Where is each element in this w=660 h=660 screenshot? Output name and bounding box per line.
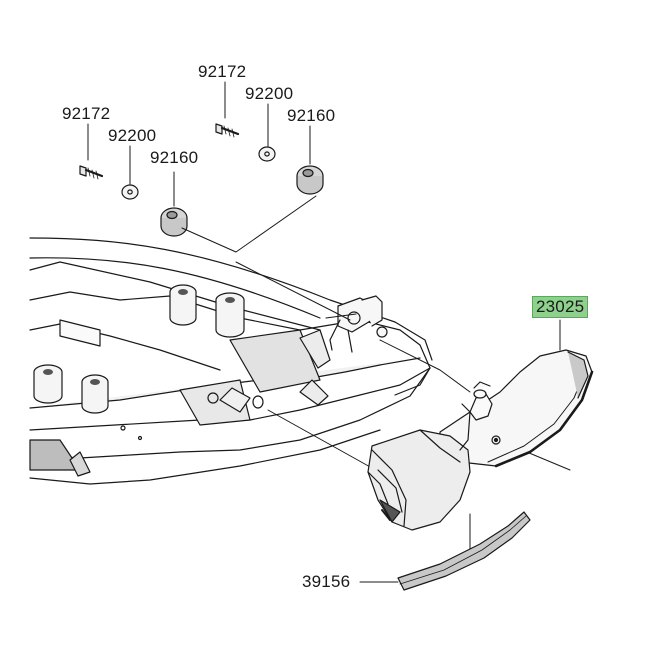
label-screw-right: 92172: [198, 62, 247, 81]
label-tail-light[interactable]: 23025: [532, 296, 589, 318]
seat-cowl-frame: [29, 237, 433, 485]
label-grommet-right: 92160: [287, 106, 336, 125]
washer-left: [121, 184, 139, 200]
label-washer-right: 92200: [245, 84, 294, 103]
label-screw-left: 92172: [62, 104, 111, 123]
label-trim-strip: 39156: [302, 572, 351, 591]
washer-right: [258, 146, 276, 162]
grommet-right: [296, 165, 324, 195]
leader-lines: [87, 81, 571, 583]
screw-left: [79, 165, 104, 180]
screw-right: [215, 123, 240, 138]
label-grommet-left: 92160: [150, 148, 199, 167]
label-washer-left: 92200: [108, 126, 157, 145]
grommet-left: [160, 207, 188, 237]
tail-light-assembly: [367, 349, 594, 531]
trim-strip: [397, 511, 531, 591]
